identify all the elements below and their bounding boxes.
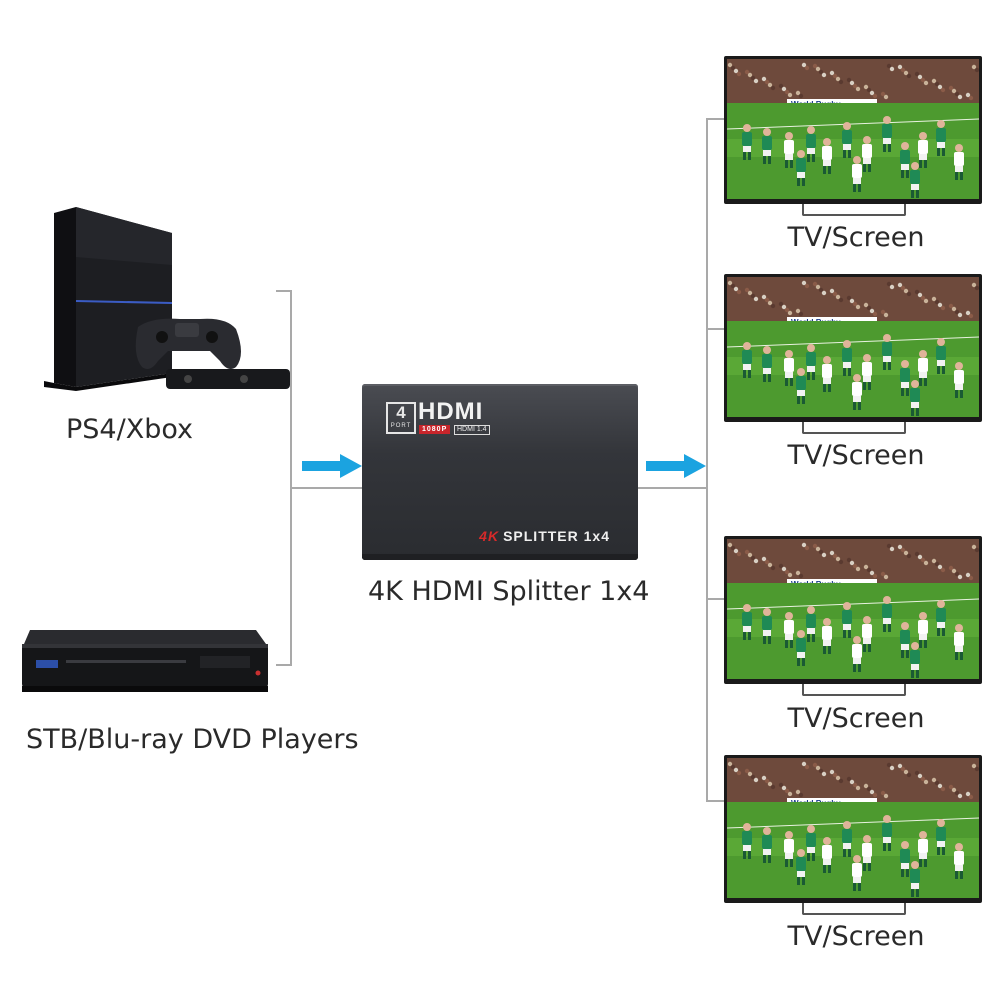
tv-label-4: TV/Screen — [787, 921, 925, 952]
output-connector-tv3 — [706, 598, 726, 600]
output-connector-tv1 — [706, 118, 726, 120]
tv-label-1: TV/Screen — [787, 222, 925, 253]
bluray-player-image — [22, 630, 268, 692]
input-connector-top — [276, 290, 292, 292]
splitter-label: 4K HDMI Splitter 1x4 — [368, 576, 650, 607]
source-player-label: STB/Blu-ray DVD Players — [26, 724, 359, 755]
rugby-match-image: World Rugby — [727, 59, 979, 199]
tv-screen-4: World Rugby — [724, 755, 982, 923]
model-name: SPLITTER 1x4 — [503, 528, 610, 544]
hdmi-logo: HDMI — [418, 398, 484, 425]
output-connector-tv4 — [706, 800, 726, 802]
source-console-label: PS4/Xbox — [66, 414, 193, 445]
ps4-console-image — [44, 207, 290, 391]
tv-label-3: TV/Screen — [787, 703, 925, 734]
rugby-match-image: World Rugby — [727, 758, 979, 898]
input-connector-bottom — [276, 664, 292, 666]
rugby-match-image: World Rugby — [727, 539, 979, 679]
output-connector-from-splitter — [638, 487, 708, 489]
port-count-badge: 4 PORT — [386, 402, 416, 434]
output-arrow-icon — [646, 454, 706, 478]
hdmi-version-badge: HDMI 1.4 — [454, 425, 490, 435]
rugby-match-image: World Rugby — [727, 277, 979, 417]
tv-screen-1: World Rugby — [724, 56, 982, 224]
output-connector-vertical — [706, 118, 708, 802]
model-accent: 4K — [479, 528, 500, 544]
tv-screen-2: World Rugby — [724, 274, 982, 442]
tv-label-2: TV/Screen — [787, 440, 925, 471]
resolution-badge: 1080P — [419, 425, 451, 434]
input-connector-to-splitter — [290, 487, 362, 489]
input-connector-vertical — [290, 290, 292, 666]
tv-screen-3: World Rugby — [724, 536, 982, 704]
output-connector-tv2 — [706, 328, 726, 330]
input-arrow-icon — [302, 454, 362, 478]
